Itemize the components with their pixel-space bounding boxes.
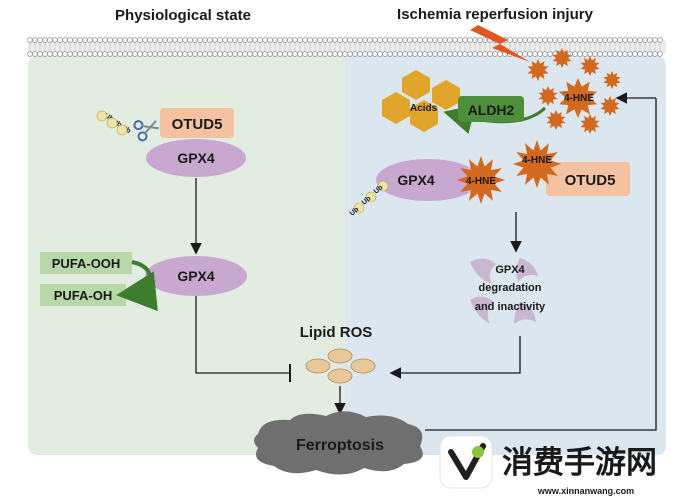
- hne-starburst: [513, 140, 561, 188]
- lightning-bolt-icon: [470, 25, 530, 62]
- aldh2-box: [458, 96, 524, 122]
- cell-membrane: [27, 37, 666, 57]
- hne-starburst: [538, 86, 558, 106]
- hne-starburst: [527, 59, 549, 81]
- hne-starburst: [559, 78, 597, 118]
- degradation-line-3: and inactivity: [475, 301, 546, 313]
- watermark-title: 消费手游网: [502, 445, 657, 481]
- pufa-oh-label: PUFA-OH: [54, 288, 113, 303]
- physiological-panel: [28, 56, 345, 455]
- reduction-arrow: [116, 260, 158, 312]
- hne-starburst: [603, 71, 621, 89]
- otud5-label-right: OTUD5: [565, 172, 616, 189]
- arrow-to-lipid-ros: [389, 336, 521, 379]
- inhibition-line: [195, 296, 290, 374]
- pufa-ooh-box: [40, 252, 132, 274]
- lipid-ros-label: Lipid ROS: [300, 324, 373, 341]
- ub-label: Ub: [373, 184, 385, 195]
- acids-label: Acids: [410, 103, 438, 114]
- ferroptosis-label: Ferroptosis: [296, 437, 384, 454]
- scissors-icon: [133, 120, 159, 142]
- ferroptosis-blob: [254, 411, 423, 475]
- hne-cluster-label: 4-HNE: [564, 93, 594, 104]
- 4-hne-cluster: [527, 48, 621, 134]
- ischemia-panel: [345, 56, 666, 455]
- hne-starburst: [546, 110, 566, 130]
- gpx4-ellipse: [146, 139, 246, 177]
- hne-otud5-label: 4-HNE: [522, 155, 552, 166]
- pufa-oh-box: [40, 284, 126, 306]
- otud5-box-right: [546, 162, 630, 196]
- hne-starburst: [457, 156, 505, 204]
- header-physiological-state: Physiological state: [115, 7, 251, 24]
- acid-hexagon: [402, 70, 430, 100]
- gpx4-ellipse-active: [145, 256, 247, 296]
- degradation-line-1: GPX4: [495, 264, 525, 276]
- watermark-leaf-icon: [472, 446, 484, 458]
- degradation-line-2: degradation: [479, 282, 542, 294]
- ubiquitin-bead: [106, 117, 118, 129]
- hne-gpx4-label: 4-HNE: [466, 176, 496, 187]
- ubiquitin-bead: [96, 110, 108, 122]
- hne-starburst: [580, 56, 600, 76]
- hne-starburst: [580, 114, 600, 134]
- 4-hne-on-otud5: [513, 140, 561, 188]
- watermark-url: www.xinnanwang.com: [537, 486, 634, 496]
- gpx4-label-active: GPX4: [177, 268, 215, 284]
- acid-hexagon: [432, 80, 460, 110]
- otud5-box: [160, 108, 234, 138]
- feedback-line: [425, 98, 657, 431]
- acid-hexagon: [382, 92, 410, 124]
- ubiquitin-bead: [353, 202, 365, 214]
- acid-hexagon: [410, 100, 438, 132]
- pufa-ooh-label: PUFA-OOH: [52, 256, 121, 271]
- ub-label: Ub: [103, 113, 115, 124]
- otud5-label: OTUD5: [172, 116, 223, 133]
- gpx4-label-modified: GPX4: [397, 172, 435, 188]
- ub-label: Ub: [349, 206, 361, 217]
- ub-label: Ub: [361, 195, 373, 206]
- degraded-gpx4-fragments: [470, 258, 538, 324]
- header-ischemia-reperfusion: Ischemia reperfusion injury: [397, 6, 594, 23]
- gpx4-label: GPX4: [177, 150, 215, 166]
- ubiquitin-bead: [377, 180, 389, 192]
- hne-starburst: [600, 96, 620, 116]
- lipid-ros-droplets: [305, 348, 376, 384]
- 4-hne-on-gpx4: [457, 156, 505, 204]
- watermark: 消费手游网 www.xinnanwang.com: [439, 435, 657, 496]
- hne-starburst: [552, 48, 572, 68]
- aldh2-label: ALDH2: [468, 102, 515, 118]
- gpx4-ellipse-modified: [376, 159, 480, 201]
- ubiquitin-bead: [116, 124, 128, 136]
- ubiquitin-bead: [365, 191, 377, 203]
